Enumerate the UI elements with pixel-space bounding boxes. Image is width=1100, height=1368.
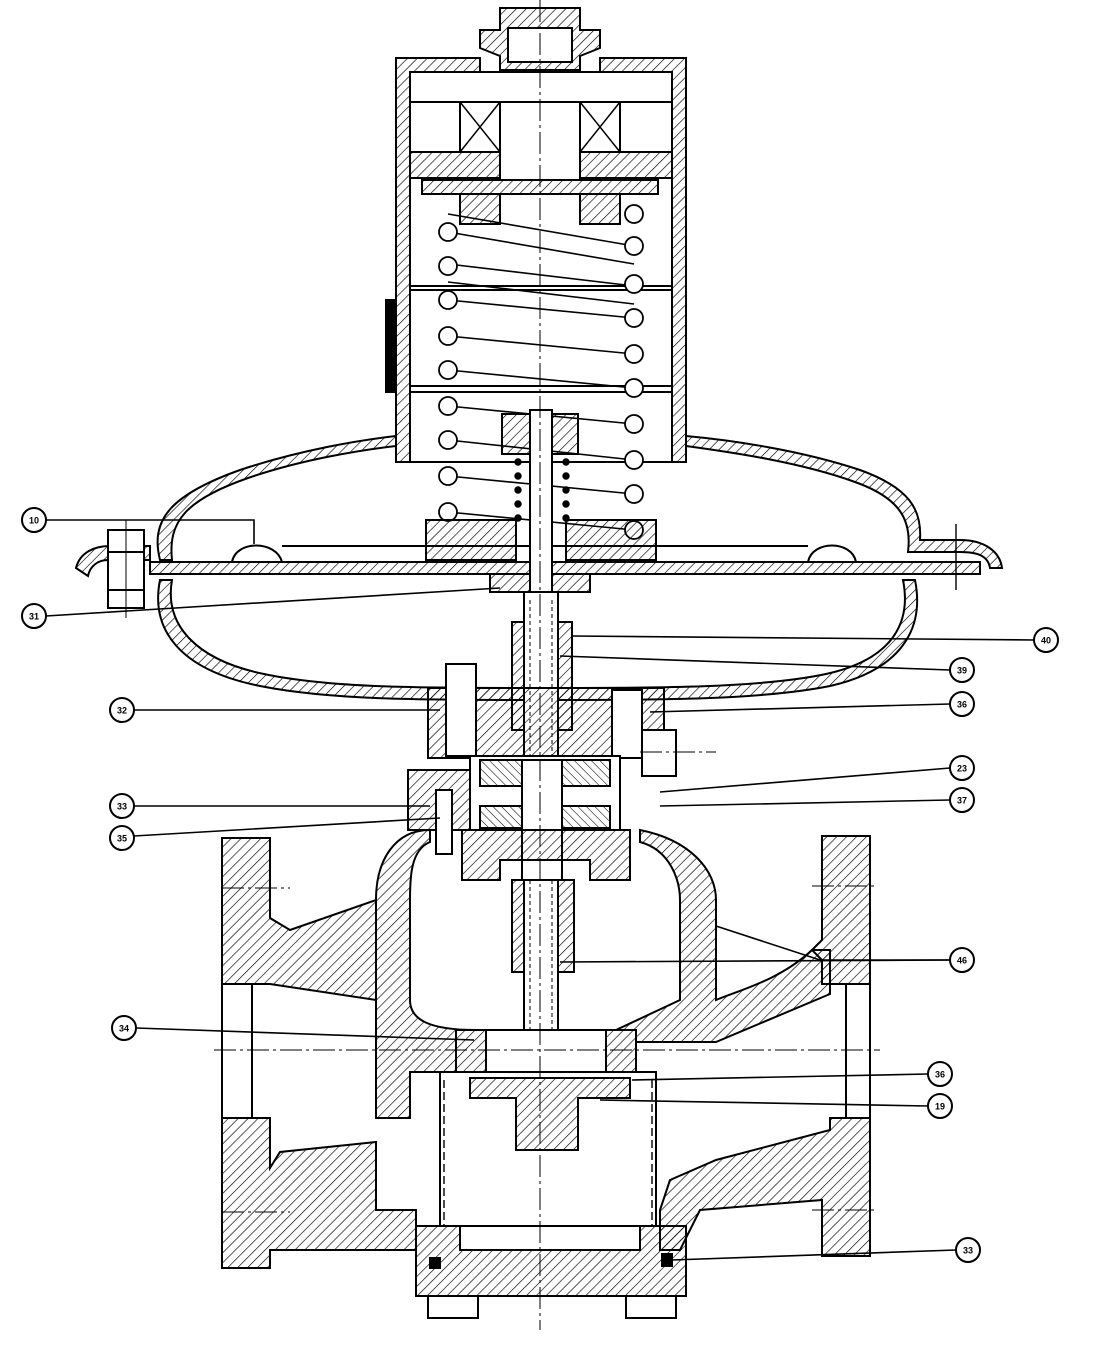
callout-36: 36 (949, 691, 975, 717)
coil-left (438, 430, 458, 450)
outlet-flange-bore (845, 983, 871, 1119)
coil-left (438, 290, 458, 310)
seat-ring-left (455, 1029, 487, 1073)
vent-port (641, 729, 677, 777)
coil-left (438, 326, 458, 346)
callout-label: 10 (29, 516, 39, 526)
callout-23: 23 (949, 755, 975, 781)
callouts: 10 31 32 33 35 34 40 39 (21, 507, 1059, 1263)
callout-34: 34 (111, 1015, 137, 1041)
upper-casing (156, 434, 397, 561)
callout-40: 40 (1033, 627, 1059, 653)
callout-label: 33 (117, 802, 127, 812)
lower-cage (461, 829, 631, 881)
outlet-flange-lower (659, 1117, 871, 1257)
coil-left (438, 256, 458, 276)
callout-label: 40 (1041, 636, 1051, 646)
diaphragm-hub-left (425, 519, 517, 561)
callout-33: 33 (955, 1237, 981, 1263)
support-dome-left (230, 544, 284, 563)
center-lines (214, 0, 880, 1330)
bottom-cover-bore (459, 1225, 641, 1251)
callout-46: 46 (949, 947, 975, 973)
callout-label: 36 (957, 700, 967, 710)
callout-label: 23 (957, 764, 967, 774)
stem-upper (529, 409, 553, 597)
coil-left (438, 360, 458, 380)
callout-label: 19 (935, 1102, 945, 1112)
body-wall-right (615, 828, 831, 1043)
coil-right (624, 484, 644, 504)
coil-left (438, 466, 458, 486)
callout-19: 19 (927, 1093, 953, 1119)
callout-36: 36 (927, 1061, 953, 1087)
callout-39: 39 (949, 657, 975, 683)
callout-label: 39 (957, 666, 967, 676)
callout-10: 10 (21, 507, 47, 533)
seat-ring-right (605, 1029, 637, 1073)
callout-31: 31 (21, 603, 47, 629)
stem-collar (521, 759, 563, 881)
leader-lines (45, 519, 1035, 1261)
o-ring (429, 1257, 441, 1269)
housing-inner-top (409, 71, 673, 103)
inner-sleeve (511, 879, 575, 973)
coil-left (438, 502, 458, 522)
callout-label: 32 (117, 706, 127, 716)
bottom-bolt-right (625, 1295, 677, 1319)
callout-label: 33 (963, 1246, 973, 1256)
coil-right (624, 308, 644, 328)
callout-label: 34 (119, 1024, 129, 1034)
upper-spring-plate-left (409, 151, 501, 179)
callout-label: 31 (29, 612, 39, 622)
coil-right (624, 450, 644, 470)
support-dome-right (806, 544, 858, 563)
valve-body-upper (407, 663, 677, 973)
callout-33: 33 (109, 793, 135, 819)
upper-spring-plate-right (579, 151, 673, 179)
side-nameplate (385, 299, 397, 393)
coil-right (624, 274, 644, 294)
coil-right (624, 414, 644, 434)
bottom-bolt-left (427, 1295, 479, 1319)
upper-casing-right (685, 434, 1004, 569)
callout-label: 36 (935, 1070, 945, 1080)
bonnet-bolt-right (611, 689, 643, 759)
coil-left (438, 222, 458, 242)
inlet-flange-bore (221, 983, 253, 1119)
outlet-flange (810, 835, 871, 985)
coil-right (624, 344, 644, 364)
inlet-flange (221, 837, 377, 1002)
valve-body (221, 828, 871, 1319)
callout-35: 35 (109, 825, 135, 851)
inlet-flange-lower (221, 1117, 417, 1269)
callout-32: 32 (109, 697, 135, 723)
side-bolt-pin (435, 789, 453, 855)
valve-plug (469, 1077, 631, 1151)
diaphragm-plate (149, 561, 981, 575)
diaphragm-hub-right (565, 519, 657, 561)
bonnet-bolt-left (445, 663, 477, 757)
callout-label: 46 (957, 956, 967, 966)
coil-right (624, 204, 644, 224)
spring-guide-right (579, 193, 621, 225)
coil-right (624, 236, 644, 256)
lower-casing (157, 579, 919, 701)
callout-label: 35 (117, 834, 127, 844)
callout-label: 37 (957, 796, 967, 806)
callout-37: 37 (949, 787, 975, 813)
diaphragm-casing (74, 434, 1004, 701)
coil-left (438, 396, 458, 416)
coil-right (624, 378, 644, 398)
o-ring (661, 1253, 673, 1267)
